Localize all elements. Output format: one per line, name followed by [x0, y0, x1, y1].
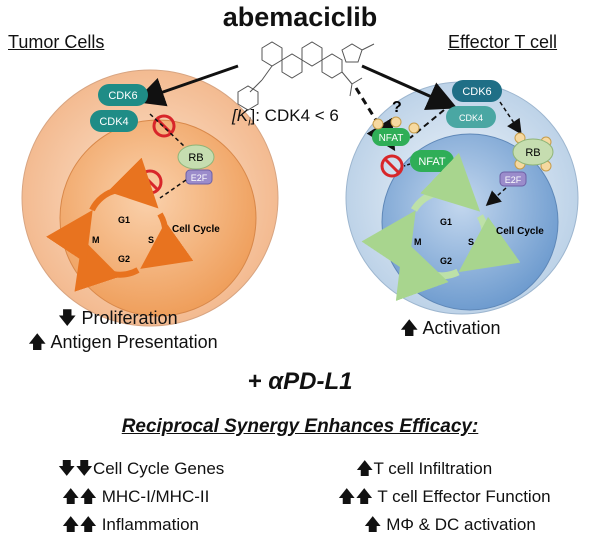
ki-rest: ]: CDK4 < 6: [250, 106, 339, 125]
svg-text:CDK6: CDK6: [108, 90, 137, 102]
left-e2f-arrow: [159, 179, 187, 199]
right-e2f-badge: E2F: [499, 171, 527, 187]
effect-right-1-text: T cell Infiltration: [373, 459, 493, 478]
svg-text:E2F: E2F: [191, 173, 208, 183]
left-inhibit-icon-top: [152, 114, 176, 138]
tumor-cells-title: Tumor Cells: [8, 32, 105, 52]
right-rb-badge: RB: [512, 138, 554, 166]
effect-left-2-text: MHC-I/MHC-II: [101, 487, 210, 506]
double-up-arrow-icon: 🡅🡅: [338, 487, 378, 506]
left-cdk4-badge: CDK4: [90, 110, 138, 132]
svg-text:CDK4: CDK4: [459, 113, 483, 123]
drug-to-tcell-arrow: [361, 64, 458, 110]
effect-right-3: 🡅 MΦ & DC activation: [364, 512, 536, 541]
left-m-label: M: [92, 235, 100, 245]
right-g2-label: G2: [440, 256, 452, 266]
left-outcome-1-text: Proliferation: [81, 308, 178, 328]
effect-left-2: 🡅🡅 MHC-I/MHC-II: [62, 484, 209, 513]
svg-text:RB: RB: [525, 147, 540, 159]
left-e2f-badge: E2F: [185, 169, 213, 185]
effect-left-1: 🡇🡇Cell Cycle Genes: [58, 456, 224, 485]
right-cdk-to-nfat-arrow: [409, 109, 445, 139]
effect-right-2: 🡅🡅 T cell Effector Function: [338, 484, 551, 513]
ki-open: [K: [232, 106, 249, 125]
up-arrow-icon: 🡅: [364, 515, 387, 534]
right-g1-label: G1: [440, 217, 452, 227]
left-rb-badge: RB: [177, 144, 215, 170]
ki-subscript: i: [248, 116, 251, 129]
left-g2-label: G2: [118, 254, 130, 264]
double-down-arrow-icon: 🡇🡇: [58, 459, 93, 478]
right-s-label: S: [468, 237, 474, 247]
effect-left-1-text: Cell Cycle Genes: [92, 459, 225, 478]
right-nfat-link: [403, 163, 411, 167]
up-arrow-icon: 🡅: [400, 318, 419, 338]
right-nfat-cyto-badge: NFAT: [372, 128, 410, 146]
drug-to-tumor-arrow: [134, 64, 239, 107]
svg-text:NFAT: NFAT: [418, 156, 446, 168]
svg-text:NFAT: NFAT: [379, 133, 404, 144]
left-s-label: S: [148, 235, 154, 245]
svg-text:RB: RB: [188, 152, 203, 164]
diagram-canvas: CDK6 CDK4 RB E2F G1 S G2 M Cell Cycle CD…: [21, 41, 579, 327]
right-outcome-1: 🡅 Activation: [400, 316, 501, 346]
up-arrow-icon: 🡅: [28, 332, 47, 352]
svg-text:E2F: E2F: [505, 175, 522, 185]
up-arrow-icon: 🡅: [356, 459, 374, 478]
effector-tcell-title: Effector T cell: [448, 32, 558, 52]
left-cycle-label: Cell Cycle: [172, 224, 220, 235]
svg-text:CDK4: CDK4: [99, 116, 128, 128]
effect-right-1: 🡅T cell Infiltration: [356, 456, 492, 485]
left-outcome-2-text: Antigen Presentation: [50, 332, 218, 352]
right-nfat-nuc-badge: NFAT: [410, 150, 454, 172]
right-cdk6-badge: CDK6: [452, 80, 502, 102]
effect-left-3-text: Inflammation: [101, 515, 200, 534]
down-arrow-icon: 🡇: [58, 308, 77, 328]
left-outcome-2: 🡅 Antigen Presentation: [28, 330, 218, 360]
double-up-arrow-icon: 🡅🡅: [62, 515, 102, 534]
right-cell-cycle: [361, 152, 521, 302]
effect-left-3: 🡅🡅 Inflammation: [62, 512, 199, 541]
drug-name: abemaciclib: [222, 2, 378, 32]
effect-right-3-text: MΦ & DC activation: [386, 515, 536, 534]
right-m-label: M: [414, 237, 422, 247]
right-question-mark: ?: [392, 99, 402, 116]
ki-label: [Ki]: CDK4 < 6: [232, 106, 339, 128]
combination-label: + αPD-L1: [247, 368, 353, 395]
left-outcome-1: 🡇 Proliferation: [58, 306, 178, 336]
right-cdk-to-rb-arrow: [499, 101, 522, 135]
svg-text:CDK6: CDK6: [462, 86, 491, 98]
double-up-arrow-icon: 🡅🡅: [62, 487, 102, 506]
effect-right-2-text: T cell Effector Function: [377, 487, 551, 506]
synergy-title: Reciprocal Synergy Enhances Efficacy:: [121, 416, 479, 437]
left-cdk6-badge: CDK6: [98, 84, 148, 106]
left-cdk-to-rb-arrow: [149, 113, 185, 147]
right-cdk4-badge: CDK4: [446, 106, 496, 128]
left-g1-label: G1: [118, 215, 130, 225]
right-outcome-1-text: Activation: [422, 318, 501, 338]
left-cell-cycle: [46, 157, 194, 292]
right-cycle-label: Cell Cycle: [496, 226, 544, 237]
right-inhibit-icon: [380, 154, 404, 178]
